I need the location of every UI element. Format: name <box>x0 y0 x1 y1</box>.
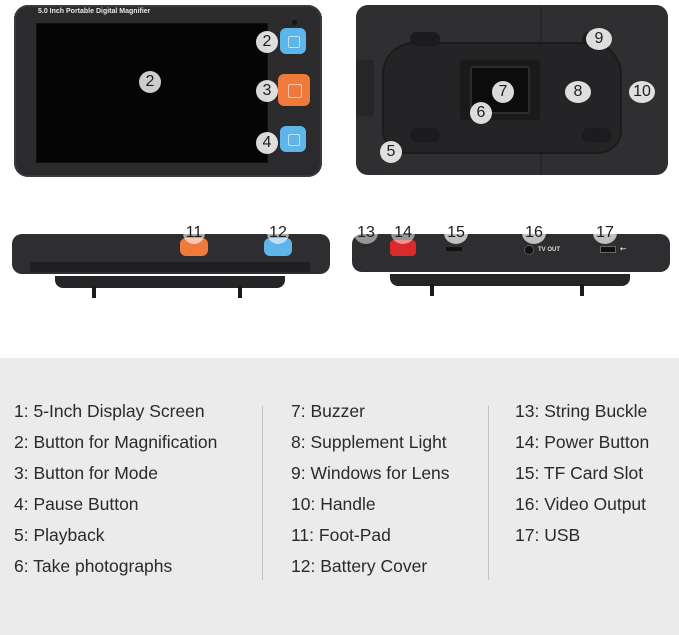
legend-item: 12: Battery Cover <box>291 556 428 576</box>
legend-item: 7: Buzzer <box>291 401 365 421</box>
power-button[interactable] <box>390 240 416 256</box>
legend-item: 14: Power Button <box>515 432 650 452</box>
callout-17: 17 <box>593 222 617 244</box>
playback-button[interactable] <box>180 238 208 256</box>
legend-panel: 1: 5-Inch Display Screen 2: Button for M… <box>0 358 679 635</box>
mode-button[interactable] <box>278 74 310 106</box>
callout-2-screen: 2 <box>139 71 161 93</box>
stand-leg <box>580 284 584 296</box>
legend-item: 17: USB <box>515 525 581 545</box>
foot-pad <box>410 32 440 46</box>
callout-12: 10 <box>629 81 655 103</box>
callout-16: 16 <box>522 222 546 244</box>
callout-6: 12 <box>267 222 289 244</box>
stand-leg <box>92 286 96 298</box>
legend-item: 4: Pause Button <box>14 494 139 514</box>
legend-item: 13: String Buckle <box>515 401 648 421</box>
legend-item: 3: Button for Mode <box>14 463 158 483</box>
foot-pad <box>582 128 612 142</box>
legend-item: 5: Playback <box>14 525 105 545</box>
photo-button[interactable] <box>264 238 292 256</box>
magnification-button[interactable] <box>280 28 306 54</box>
side-clip <box>356 60 374 116</box>
callout-15: 15 <box>444 222 468 244</box>
callout-2-button: 2 <box>256 31 278 53</box>
callout-10: 8 <box>565 81 591 103</box>
callout-3: 3 <box>256 80 278 102</box>
legend-divider <box>262 406 263 580</box>
callout-5: 11 <box>183 222 205 244</box>
usb-port <box>600 246 616 253</box>
legend-column-1: 1: 5-Inch Display Screen 2: Button for M… <box>14 400 217 586</box>
tf-card-slot <box>446 247 462 251</box>
legend-column-3: 13: String Buckle 14: Power Button 15: T… <box>515 400 649 555</box>
stand-leg <box>430 284 434 296</box>
legend-item: 9: Windows for Lens <box>291 463 450 483</box>
legend-column-2: 7: Buzzer 8: Supplement Light 9: Windows… <box>291 400 450 586</box>
legend-item: 2: Button for Magnification <box>14 432 218 452</box>
callout-4: 4 <box>256 132 278 154</box>
pause-button[interactable] <box>280 126 306 152</box>
stand-leg <box>238 286 242 298</box>
legend-item: 11: Foot-Pad <box>291 525 391 545</box>
foot-pad <box>410 128 440 142</box>
tv-out-label: TV OUT <box>538 247 560 253</box>
legend-item: 15: TF Card Slot <box>515 463 644 483</box>
product-views: 5.0 Inch Portable Digital Magnifier 2 2 … <box>12 5 670 298</box>
legend-divider <box>488 406 489 580</box>
top-edge-base <box>30 262 310 272</box>
legend-item: 10: Handle <box>291 494 376 514</box>
callout-7: 5 <box>380 141 402 163</box>
video-output-port <box>524 245 534 255</box>
legend-item: 1: 5-Inch Display Screen <box>14 401 205 421</box>
callout-14: 14 <box>391 222 415 244</box>
stand <box>390 274 630 286</box>
callout-11: 9 <box>586 28 612 50</box>
callout-13: 13 <box>354 222 378 244</box>
legend-item: 8: Supplement Light <box>291 432 447 452</box>
device-title: 5.0 Inch Portable Digital Magnifier <box>38 8 151 15</box>
legend-item: 16: Video Output <box>515 494 647 514</box>
front-sensor <box>292 20 297 25</box>
stand <box>55 276 285 288</box>
usb-icon: ⭠ <box>620 244 627 253</box>
display-screen <box>36 23 268 163</box>
legend-item: 6: Take photographs <box>14 556 173 576</box>
callout-9: 7 <box>492 81 514 103</box>
callout-8: 6 <box>470 102 492 124</box>
